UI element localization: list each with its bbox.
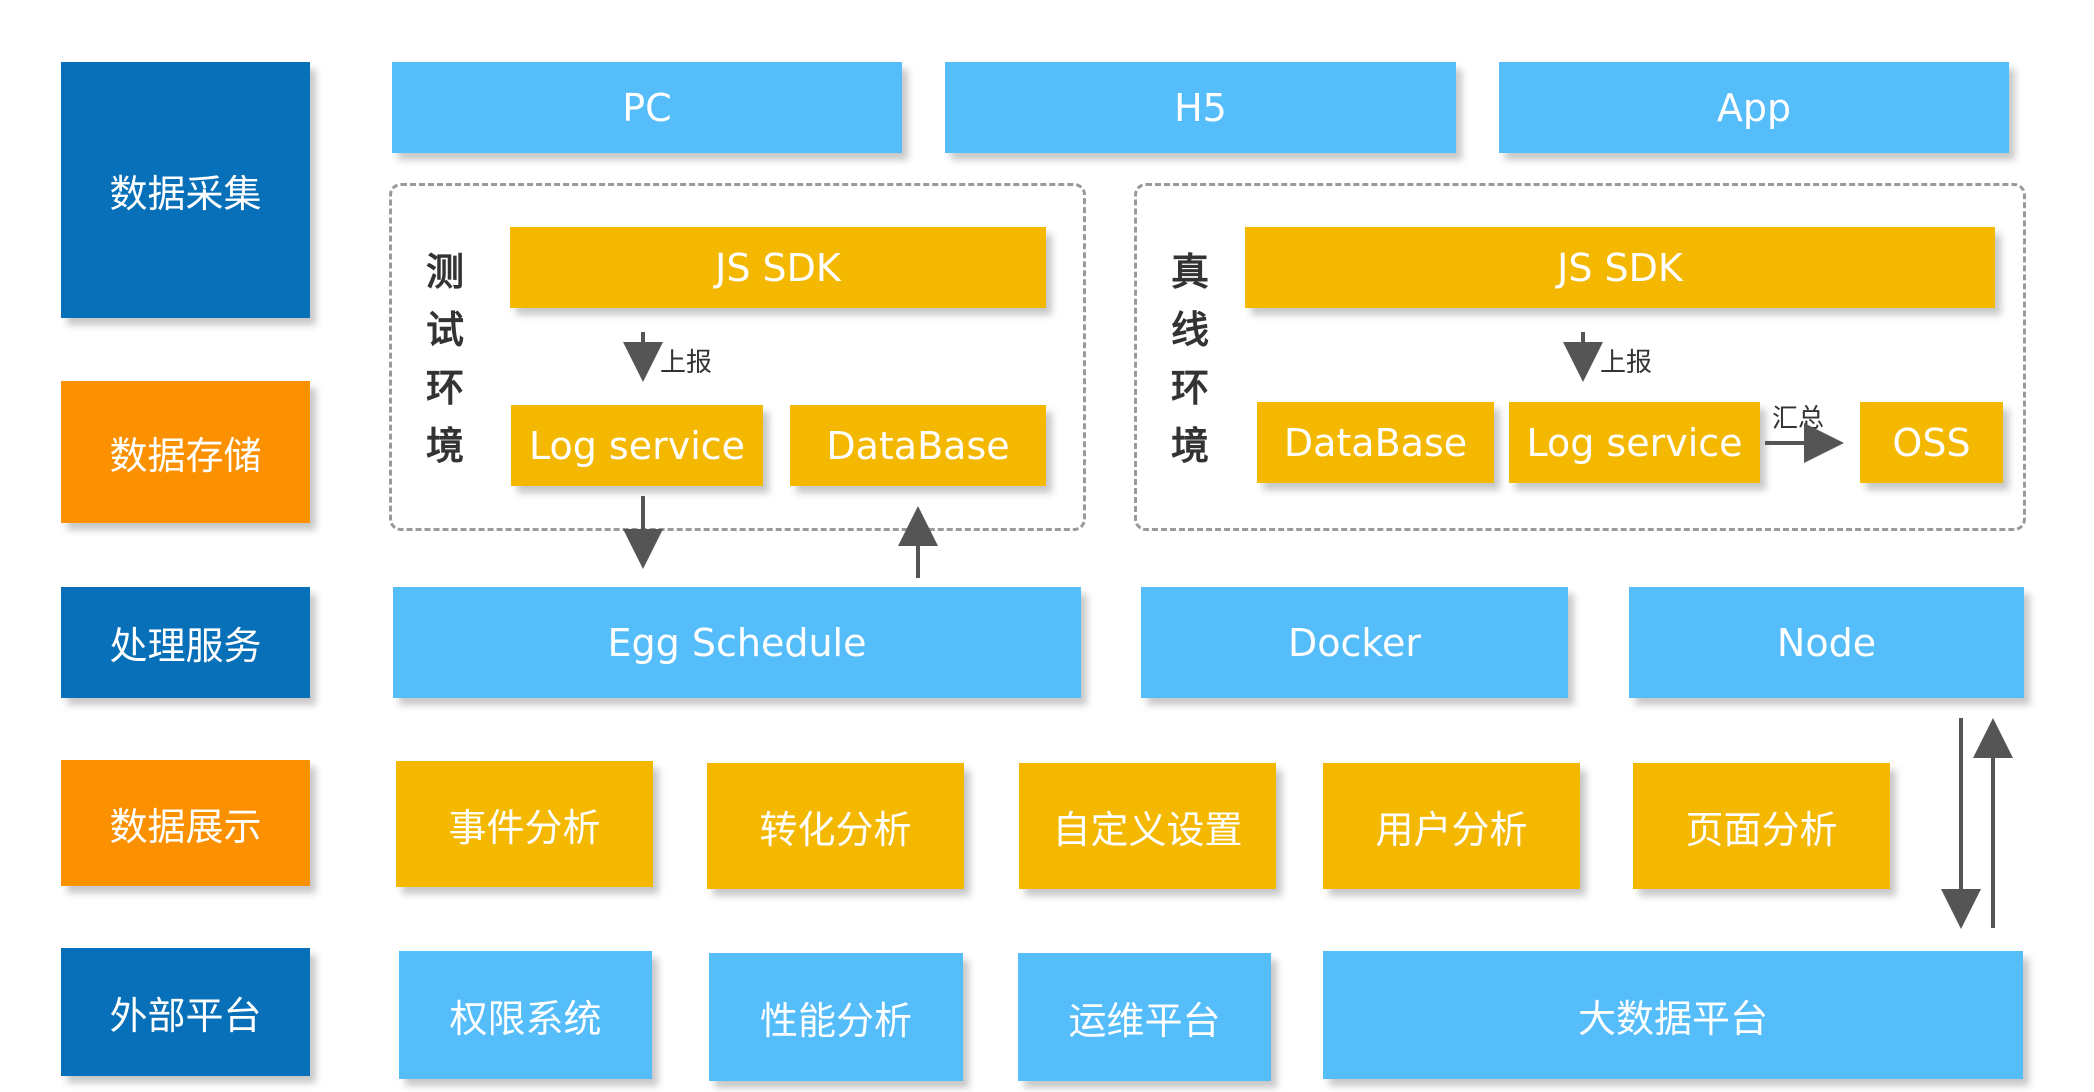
external-item-performance-analysis: 性能分析 xyxy=(709,953,963,1081)
display-item-event-analysis: 事件分析 xyxy=(396,761,653,887)
test-env-title: 测 试 环 境 xyxy=(425,250,464,468)
test-report-label: 上报 xyxy=(660,348,713,378)
external-item-permission-system: 权限系统 xyxy=(399,951,652,1079)
live-database: DataBase xyxy=(1257,402,1494,483)
test-js-sdk: JS SDK xyxy=(510,227,1046,308)
test-database: DataBase xyxy=(790,405,1046,486)
live-report-label: 上报 xyxy=(1600,348,1653,378)
display-item-page-analysis: 页面分析 xyxy=(1633,763,1890,889)
test-log-service: Log service xyxy=(511,405,763,486)
row-label-process: 处理服务 xyxy=(61,587,310,698)
service-node: Node xyxy=(1629,587,2024,698)
live-js-sdk: JS SDK xyxy=(1245,227,1995,308)
client-app: App xyxy=(1499,62,2009,153)
live-env-title: 真 线 环 境 xyxy=(1170,250,1209,468)
client-h5: H5 xyxy=(945,62,1456,153)
test-env-container xyxy=(389,183,1086,531)
row-label-display: 数据展示 xyxy=(61,760,310,886)
live-log-service: Log service xyxy=(1509,402,1760,483)
row-label-store: 数据存储 xyxy=(61,381,310,523)
live-oss: OSS xyxy=(1860,402,2003,483)
service-docker: Docker xyxy=(1141,587,1568,698)
row-label-collect: 数据采集 xyxy=(61,62,310,318)
display-item-user-analysis: 用户分析 xyxy=(1323,763,1580,889)
live-env-container xyxy=(1134,183,2026,531)
service-egg-schedule: Egg Schedule xyxy=(393,587,1081,698)
display-item-custom-settings: 自定义设置 xyxy=(1019,763,1276,889)
display-item-conversion-analysis: 转化分析 xyxy=(707,763,964,889)
external-item-ops-platform: 运维平台 xyxy=(1018,953,1271,1081)
row-label-external: 外部平台 xyxy=(61,948,310,1076)
external-item-bigdata-platform: 大数据平台 xyxy=(1323,951,2023,1079)
client-pc: PC xyxy=(392,62,902,153)
